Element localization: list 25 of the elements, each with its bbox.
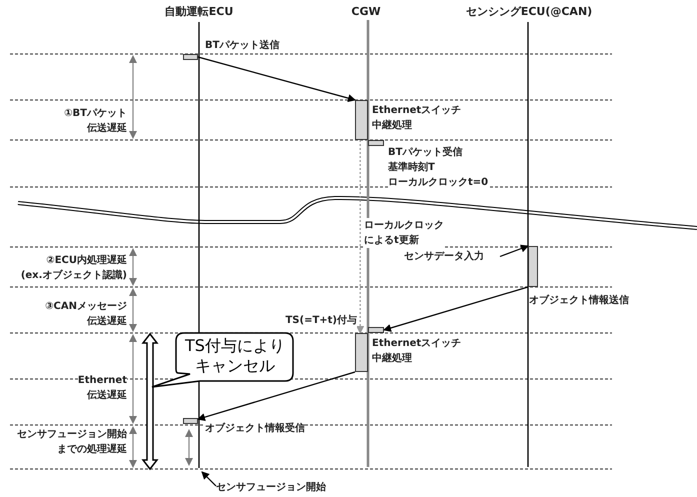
message-arrow [500, 244, 529, 258]
lifeline-header: CGW [348, 4, 384, 20]
delay-label: ②ECU内処理遅延(ex.オブジェクト認識) [20, 253, 127, 283]
activation-box [355, 100, 368, 140]
activation-box [183, 418, 198, 424]
activation-box [183, 54, 198, 60]
message-arrow [356, 140, 364, 334]
box-caption: TS(=T+t)付与 [285, 313, 357, 328]
message-arrow [197, 371, 356, 422]
text-label: センサフュージョン開始 [216, 480, 342, 495]
delay-label: センサフュージョン開始までの処理遅延 [17, 427, 127, 457]
lifeline-header: 自動運転ECU [154, 4, 244, 20]
box-caption: BTパケット受信基準時刻Tローカルクロックt=0 [388, 145, 488, 190]
edge-label: ローカルクロックによるt更新 [364, 218, 444, 248]
box-caption: オブジェクト情報受信 [205, 421, 305, 436]
lifeline-header: センシングECU(@CAN) [462, 4, 596, 20]
activation-box [528, 246, 538, 287]
activation-box [368, 327, 384, 333]
activation-box [368, 140, 384, 146]
activation-box [355, 333, 368, 372]
message-arrow [383, 286, 528, 332]
box-caption: オブジェクト情報送信 [529, 293, 629, 308]
message-arrow [198, 56, 356, 102]
text-label: センサデータ入力 [404, 249, 500, 264]
leader-line [201, 471, 216, 486]
